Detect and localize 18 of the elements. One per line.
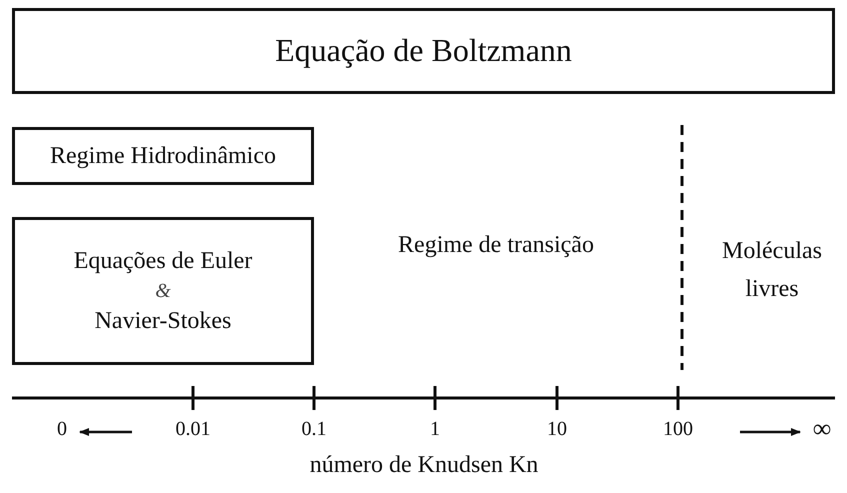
box-label: Navier-Stokes xyxy=(94,306,232,336)
tick-label: 0 xyxy=(57,418,67,441)
box-label: Regime Hidrodinâmico xyxy=(50,142,276,171)
tick-label: 1 xyxy=(430,418,440,441)
axis-title: número de Knudsen Kn xyxy=(310,452,538,479)
box-label: Equação de Boltzmann xyxy=(275,31,572,70)
tick-label: 0.1 xyxy=(302,418,326,441)
box-label: Equações de Euler xyxy=(74,247,252,276)
tick-label: 10 xyxy=(547,418,567,441)
tick-label: 100 xyxy=(663,418,693,441)
tick-label: 0.01 xyxy=(176,418,210,441)
ampersand: & xyxy=(155,278,171,304)
equations-box xyxy=(12,217,314,365)
equation-box xyxy=(12,8,835,94)
regime-box xyxy=(12,127,314,185)
region-label: Regime de transição xyxy=(398,232,594,259)
tick-label: ∞ xyxy=(812,414,832,444)
region-label: Moléculas livres xyxy=(721,237,823,304)
